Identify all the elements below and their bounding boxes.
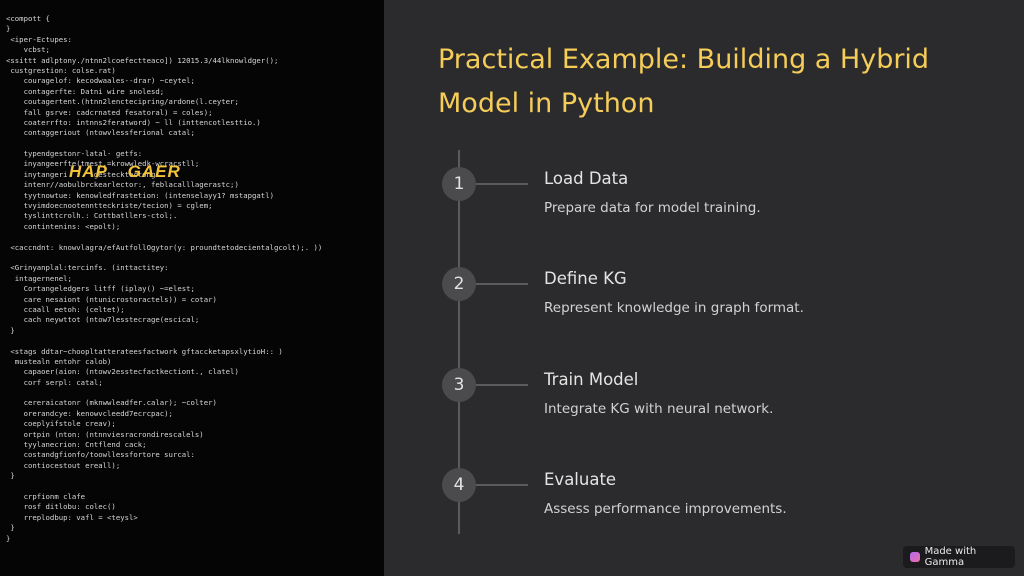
step-title-3: Train Model: [544, 370, 639, 389]
code-overlay-text: HAP GAER: [69, 162, 195, 182]
step-number-3: 3: [442, 368, 476, 402]
code-screenshot-panel: <compott {} <iper-Ectupes: vcbst;<ssittt…: [0, 0, 384, 576]
code-line: [6, 139, 384, 149]
code-lines: <compott {} <iper-Ectupes: vcbst;<ssittt…: [6, 14, 384, 544]
code-line: coeplyifstole creav);: [6, 419, 116, 429]
step-description-4: Assess performance improvements.: [544, 501, 787, 517]
code-line: rosf ditlobu: colec(): [6, 502, 116, 512]
code-line: ortpin (nton: (ntnnviesracrondirescalels…: [6, 429, 204, 439]
code-line: }: [6, 24, 11, 34]
code-line: [6, 253, 384, 263]
code-line: inytangeri gestecktectong: [6, 169, 156, 179]
code-line: care nesaiont (ntunicrostoractels)) = co…: [6, 294, 217, 304]
code-line: <ssittt adlptony./ntnn2lcoefectteaco]) 1…: [6, 55, 279, 65]
badge-label: Made with Gamma: [924, 546, 977, 568]
code-line: <caccndnt: knowvlagra/efAutfollOgytor(y:…: [6, 242, 323, 252]
code-line: }: [6, 471, 15, 481]
code-line: corf serpl: catal;: [6, 377, 103, 387]
code-line: tyylanecrion: Cntflend cack;: [6, 440, 147, 450]
code-line: costandgfionfo/toowllessfortore surcal:: [6, 450, 195, 460]
code-line: }: [6, 325, 15, 335]
made-with-gamma-badge[interactable]: Made with Gamma: [903, 546, 1015, 568]
step-description-3: Integrate KG with neural network.: [544, 401, 774, 417]
step-title-2: Define KG: [544, 269, 627, 288]
code-line: <iper-Ectupes:: [6, 34, 72, 44]
code-line: <Grinyanplal:tercinfs. (inttactitey:: [6, 263, 169, 273]
code-line: contiocestout ereall);: [6, 460, 121, 470]
code-line: rreplodbup: vafl = <teysl>: [6, 512, 138, 522]
step-connector-2: [476, 283, 528, 285]
code-line: contintenins: <epolt);: [6, 221, 121, 231]
code-line: intenr//aobulbrckearlector:, feblacallla…: [6, 180, 239, 190]
step-connector-3: [476, 384, 528, 386]
code-line: contaggeriout (ntowvlessferional catal;: [6, 128, 195, 138]
step-number-2: 2: [442, 267, 476, 301]
code-line: coaterrfto: intnns2feratword) ~ ll (intt…: [6, 117, 261, 127]
code-line: mustealn entohr calob): [6, 356, 112, 366]
code-line: [6, 336, 384, 346]
step-4: 4 Evaluate Assess performance improvemen…: [442, 458, 1002, 518]
code-line: cereraicatonr (mknwwleadfer.calar); ~col…: [6, 398, 217, 408]
code-line: typendgestonr-latal- getfs:: [6, 149, 143, 159]
step-number-1: 1: [442, 167, 476, 201]
code-line: tyytnowtue: kenowledfrastetion: (intense…: [6, 190, 274, 200]
code-line: <compott {: [6, 14, 50, 23]
slide-content: Practical Example: Building a Hybrid Mod…: [384, 0, 1024, 576]
code-line: coutagertent.(htnn2lenctecipring/ardone(…: [6, 97, 239, 107]
step-2: 2 Define KG Represent knowledge in graph…: [442, 257, 1002, 317]
code-line: tyslinttcrolh.: Cottbatllers-ctol;.: [6, 211, 178, 221]
code-line: }: [6, 533, 11, 543]
code-line: intagernenel;: [6, 273, 72, 283]
step-title-4: Evaluate: [544, 470, 617, 489]
step-description-2: Represent knowledge in graph format.: [544, 300, 804, 316]
code-line: Cortangeledgers litff (iplay() ~=elest;: [6, 284, 195, 294]
code-line: vcbst;: [6, 45, 50, 55]
code-line: [6, 388, 384, 398]
step-number-4: 4: [442, 468, 476, 502]
code-line: tvyimdoecnootenntteckriste/tecion) = cgl…: [6, 201, 213, 211]
code-overlay-word-2: GAER: [127, 162, 181, 181]
code-line: contagerfte: Datni wire snolesd;: [6, 86, 165, 96]
code-line: <stags ddtar~choopltatterateesfactwork g…: [6, 346, 283, 356]
code-line: }: [6, 523, 15, 533]
code-line: orerandcye: kenowvcleedd7ecrcpac);: [6, 408, 173, 418]
step-connector-4: [476, 484, 528, 486]
code-line: [6, 482, 384, 492]
timeline-line: [458, 150, 460, 534]
code-line: crpfionm clafe: [6, 491, 86, 501]
step-3: 3 Train Model Integrate KG with neural n…: [442, 358, 1002, 418]
step-1: 1 Load Data Prepare data for model train…: [442, 157, 1002, 217]
step-connector-1: [476, 183, 528, 185]
step-title-1: Load Data: [544, 169, 629, 188]
code-line: custgrestion: colse.rat): [6, 65, 116, 75]
code-line: capaoer(aion: (ntowv2esstecfactkectiont.…: [6, 367, 239, 377]
code-line: cach neywttot (ntow7lesstecrage(escical;: [6, 315, 200, 325]
slide-title: Practical Example: Building a Hybrid Mod…: [438, 44, 930, 119]
code-line: inyangeerfte(tmest.=krowwledk-wcracstll;: [6, 159, 200, 169]
code-line: couragelof: kecodwaales--drar) ~ceytel;: [6, 76, 195, 86]
code-line: [6, 232, 384, 242]
code-line: ccaall eetoh: (celtet);: [6, 304, 125, 314]
code-overlay-word-1: HAP: [69, 162, 108, 181]
step-description-1: Prepare data for model training.: [544, 200, 761, 216]
gamma-logo-icon: [910, 552, 920, 562]
code-line: fall gsrve: cadcrnated fesatoral) = cole…: [6, 107, 213, 117]
